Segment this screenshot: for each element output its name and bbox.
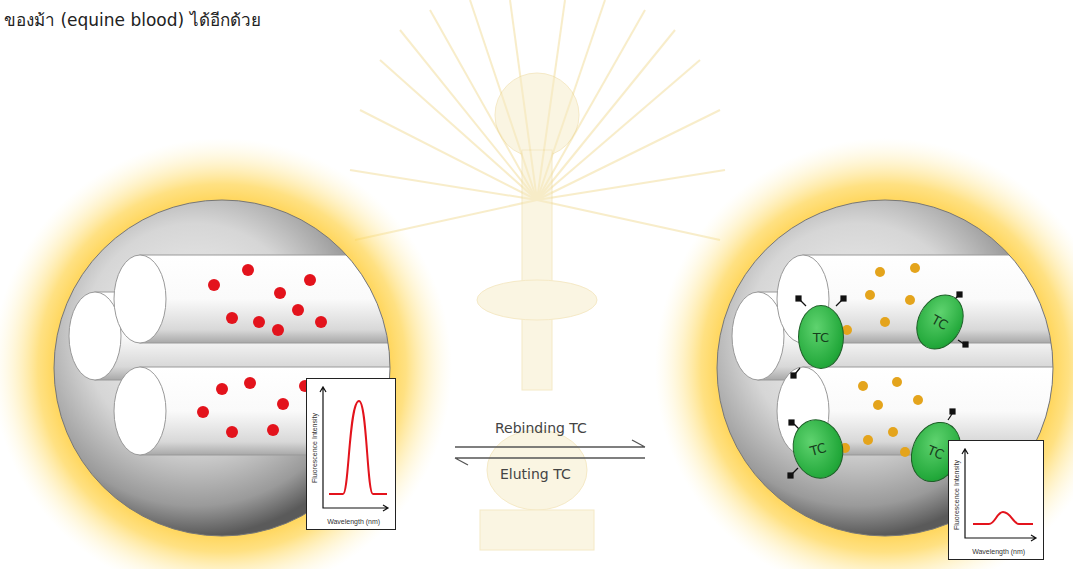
arrow-label: Rebinding TC [495,420,587,436]
capillary-sphere [0,138,460,569]
spectrum-inset: Fluorescence IntensityWavelength (nm) [948,440,1044,560]
spectrum-inset: Fluorescence IntensityWavelength (nm) [306,378,396,530]
oval-label: TC [929,312,950,333]
oval-label: TC [813,330,829,345]
axis-label: Wavelength (nm) [972,548,1025,555]
axis-label: Wavelength (nm) [327,518,380,525]
equilibrium-arrows [455,440,645,465]
axis-label: Fluorescence Intensity [311,413,318,483]
oval-label: TC [926,442,947,462]
watermark-emblem [477,73,597,550]
antibody-oval: TC [798,305,844,369]
capillary-sphere [655,138,1073,569]
body-text: ของม้า (equine blood) ได้อีกด้วย [4,6,261,33]
binding-sites [788,292,968,478]
axis-label: Fluorescence Intensity [953,460,960,530]
spectrum-chart [307,379,394,528]
oval-label: TC [808,440,828,459]
spectrum-chart [949,441,1042,558]
arrow-label: Eluting TC [500,466,571,482]
antibody-oval: TC [786,414,850,485]
antibody-oval: TC [907,286,973,358]
